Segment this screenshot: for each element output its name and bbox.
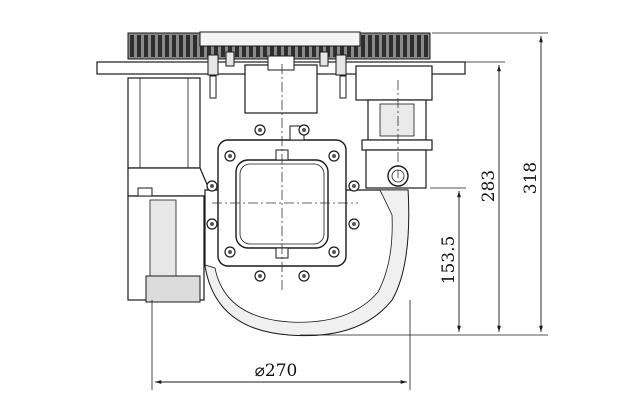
- gear-tooth: [137, 35, 141, 57]
- center-housing: [244, 64, 318, 114]
- extension-lines: [151, 32, 548, 390]
- gear-hub-top: [199, 31, 361, 47]
- gear-tooth: [130, 35, 134, 57]
- bolt-holes: [206, 124, 360, 282]
- gear-tooth: [361, 35, 365, 57]
- bolt-hole-center: [210, 184, 214, 188]
- bolt: [225, 51, 235, 67]
- top-gear: [127, 31, 431, 60]
- bolt: [339, 75, 347, 99]
- right-collar: [361, 139, 433, 151]
- gear-tooth: [375, 35, 379, 57]
- right-assembly: [355, 65, 433, 189]
- bolt-hole-center: [258, 128, 262, 132]
- bolt: [335, 54, 347, 76]
- right-block-top: [355, 65, 433, 101]
- bolt-hole-center: [228, 154, 232, 158]
- motor-connector: [137, 187, 153, 197]
- gear-tooth: [193, 35, 197, 57]
- gear-tooth: [417, 35, 421, 57]
- gearbox-upper: [127, 77, 201, 169]
- bolt-hole-center: [352, 184, 356, 188]
- dim-text-283: 283: [479, 170, 499, 202]
- motor-end: [145, 275, 201, 303]
- dim-text-diameter: ⌀270: [255, 361, 298, 381]
- gear-tooth: [396, 35, 400, 57]
- center-housing-cap: [267, 55, 295, 71]
- right-spring: [379, 103, 415, 137]
- bolt-hole-center: [332, 250, 336, 254]
- gear-tooth: [165, 35, 169, 57]
- bolt-hole-center: [258, 274, 262, 278]
- bolt-hole-center: [228, 250, 232, 254]
- bolt-hole-center: [352, 222, 356, 226]
- centerlines: [212, 64, 399, 290]
- bolt-hole-center: [302, 128, 306, 132]
- bolt-hole-center: [210, 222, 214, 226]
- gear-tooth: [186, 35, 190, 57]
- gear-tooth: [389, 35, 393, 57]
- gear-tooth: [151, 35, 155, 57]
- dim-text-153-5: 153.5: [439, 236, 459, 285]
- gear-tooth: [144, 35, 148, 57]
- gear-tooth: [382, 35, 386, 57]
- bolt-hole-center: [332, 154, 336, 158]
- bolt: [207, 54, 219, 76]
- left-motor: [127, 77, 213, 303]
- bolt: [319, 51, 329, 67]
- bolt: [209, 75, 217, 99]
- gear-tooth: [368, 35, 372, 57]
- gear-tooth: [172, 35, 176, 57]
- gear-tooth: [424, 35, 428, 57]
- gear-tooth: [158, 35, 162, 57]
- dim-text-318: 318: [521, 162, 541, 194]
- dimension-lines: [155, 36, 543, 384]
- wheel-tread: [204, 189, 410, 336]
- gear-tooth: [410, 35, 414, 57]
- bolt-hole-center: [302, 274, 306, 278]
- gear-tooth: [179, 35, 183, 57]
- gear-tooth: [403, 35, 407, 57]
- plate-bolts: [207, 51, 347, 99]
